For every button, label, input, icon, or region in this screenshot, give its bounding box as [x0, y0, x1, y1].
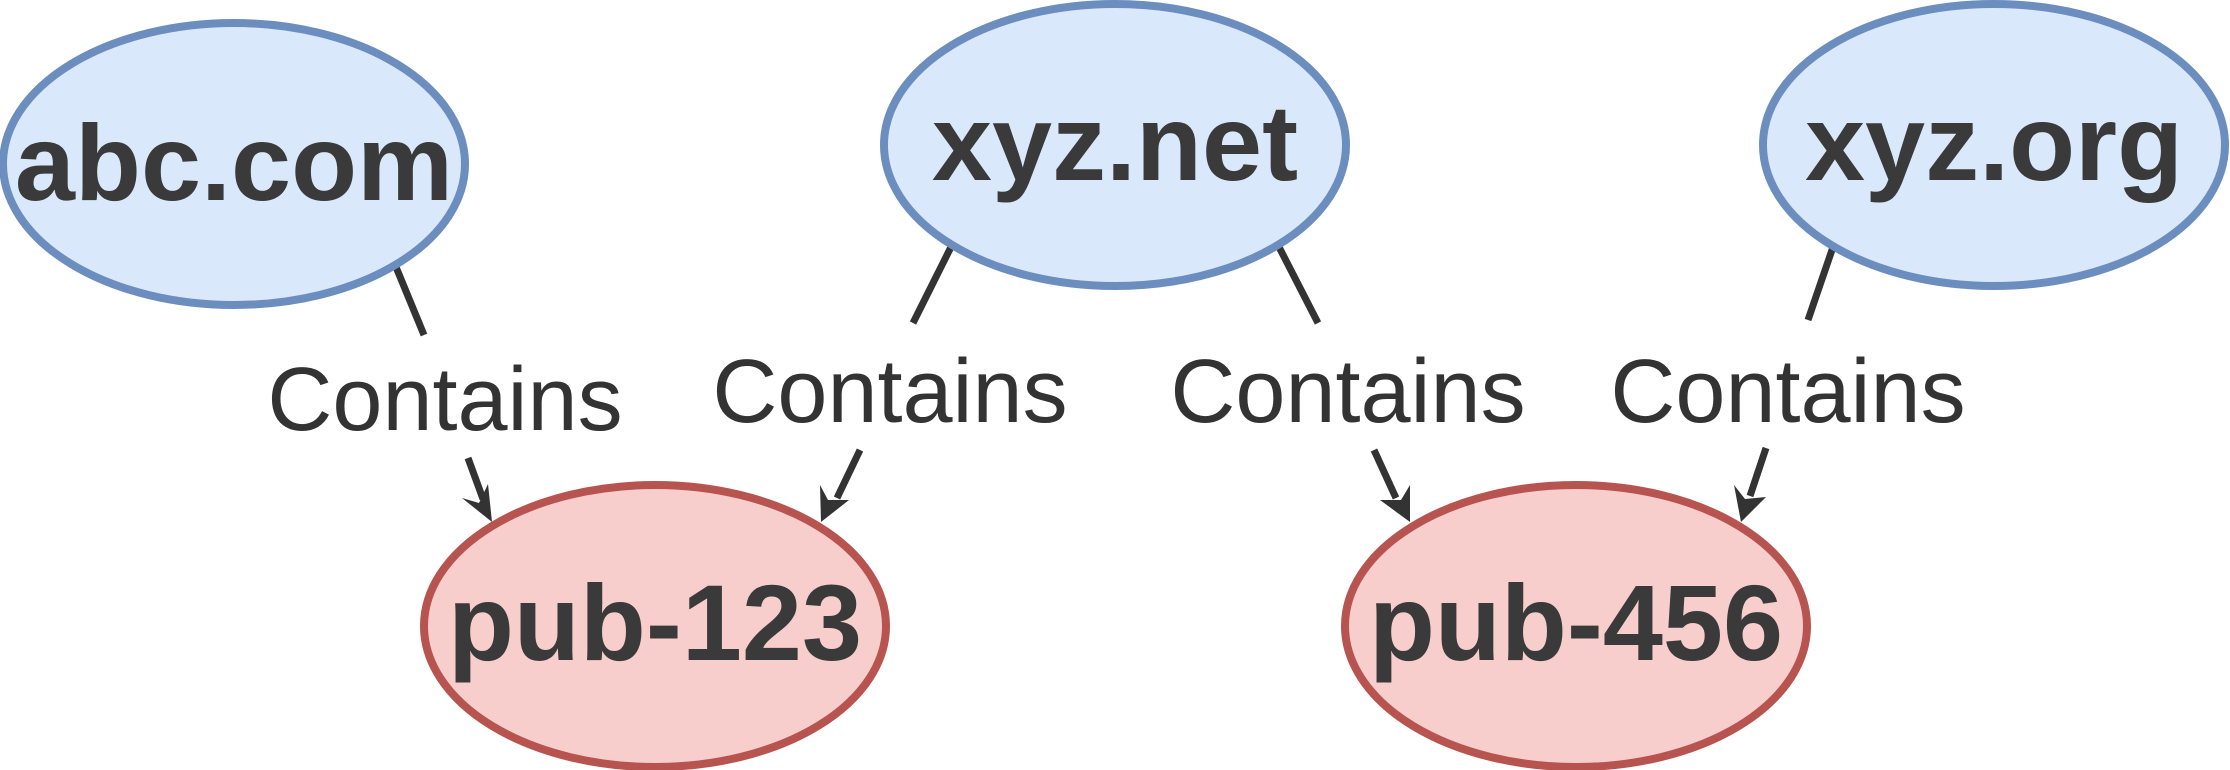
- node-label: xyz.net: [932, 82, 1298, 203]
- arrowhead-icon: [1734, 485, 1766, 522]
- node-label: abc.com: [15, 102, 453, 223]
- edge-line: [1275, 245, 1322, 325]
- edge-line: [392, 265, 428, 337]
- edge-line: [1746, 446, 1770, 498]
- node-shape: [1759, 0, 2229, 290]
- edge-label: Contains: [1610, 342, 1965, 442]
- edge-line: [833, 448, 864, 500]
- edge-label: Contains: [712, 342, 1067, 442]
- node-shape: [1341, 481, 1811, 770]
- edge-line: [464, 456, 487, 501]
- edge-line: [1370, 448, 1400, 500]
- edge-line: [1804, 245, 1837, 322]
- edge-abc-to-pub123: Contains: [267, 265, 623, 522]
- node-xyz-net[interactable]: xyz.net: [880, 0, 1350, 290]
- node-label: xyz.org: [1805, 82, 2183, 203]
- node-label: pub-123: [448, 562, 862, 683]
- edge-xyzorg-to-pub456: Contains: [1610, 245, 1966, 522]
- edge-xyznet-to-pub456: Contains: [1170, 245, 1526, 522]
- node-label: pub-456: [1369, 562, 1783, 683]
- arrowhead-icon: [462, 484, 492, 522]
- node-shape: [0, 19, 469, 309]
- node-abc-com[interactable]: abc.com: [0, 19, 469, 309]
- node-xyz-org[interactable]: xyz.org: [1759, 0, 2229, 290]
- node-pub-456[interactable]: pub-456: [1341, 481, 1811, 770]
- arrowhead-icon: [820, 485, 849, 522]
- arrowhead-icon: [1380, 485, 1410, 522]
- node-shape: [880, 0, 1350, 290]
- edge-label: Contains: [1170, 342, 1525, 442]
- node-pub-123[interactable]: pub-123: [420, 481, 890, 770]
- edge-xyznet-to-pub123: Contains: [712, 245, 1068, 522]
- edge-line: [909, 245, 955, 325]
- node-shape: [420, 481, 890, 770]
- edge-label: Contains: [267, 350, 622, 450]
